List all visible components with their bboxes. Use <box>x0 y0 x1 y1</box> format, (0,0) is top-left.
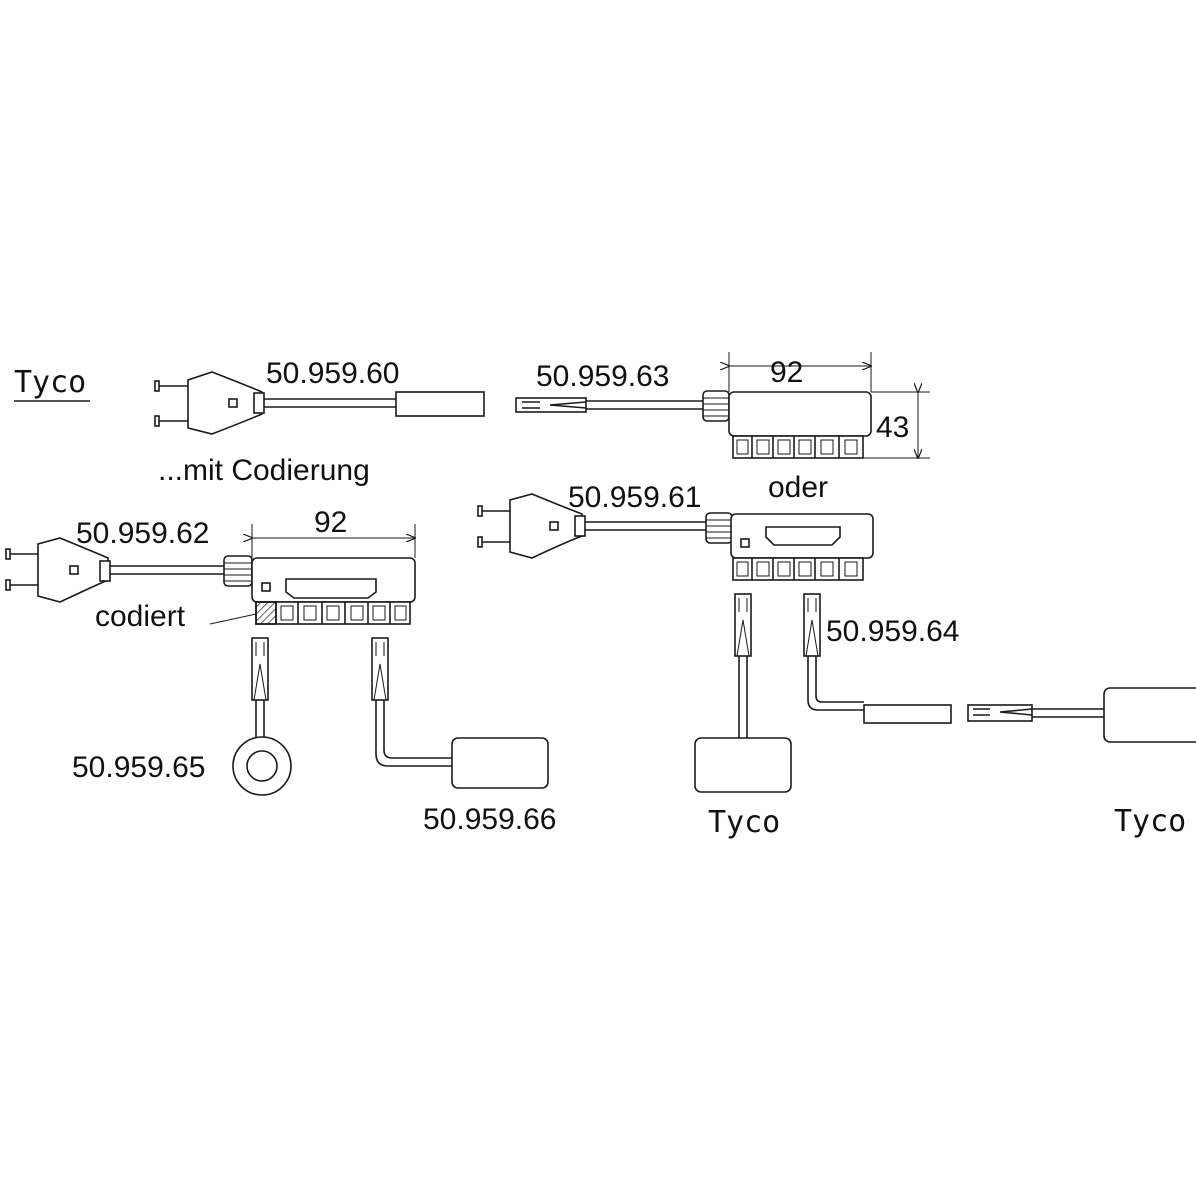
mains-plug-cable-5096060 <box>154 371 485 435</box>
distributor-plug-5096061 <box>477 493 874 581</box>
distributor-plug-5096062 <box>5 537 416 625</box>
tyco-title: Tyco <box>14 365 86 400</box>
dimension-lines-top <box>729 352 930 458</box>
part-label-5096060: 50.959.60 <box>266 357 399 390</box>
part-label-5096064: 50.959.64 <box>826 615 959 648</box>
tyco-bottom-right: Tyco <box>1114 804 1186 839</box>
output-to-tyco-mid <box>694 593 792 793</box>
tyco-bottom-mid: Tyco <box>708 805 780 840</box>
output-5096065 <box>232 637 292 796</box>
mit-codierung-label: ...mit Codierung <box>158 454 370 487</box>
codiert-label: codiert <box>95 600 186 633</box>
dimension-width-left: 92 <box>314 506 347 539</box>
oder-label: oder <box>768 471 828 504</box>
dimension-height: 43 <box>876 411 909 444</box>
dimension-lines-left <box>252 524 415 558</box>
part-label-5096066: 50.959.66 <box>423 803 556 836</box>
part-label-5096061: 50.959.61 <box>568 481 701 514</box>
distributor-cable-5096063 <box>515 390 872 459</box>
part-label-5096062: 50.959.62 <box>76 517 209 550</box>
output-5096064 <box>803 593 1196 743</box>
part-label-5096065: 50.959.65 <box>72 751 205 784</box>
dimension-width-top: 92 <box>770 356 803 389</box>
part-label-5096063: 50.959.63 <box>536 360 669 393</box>
output-5096066 <box>371 637 549 789</box>
